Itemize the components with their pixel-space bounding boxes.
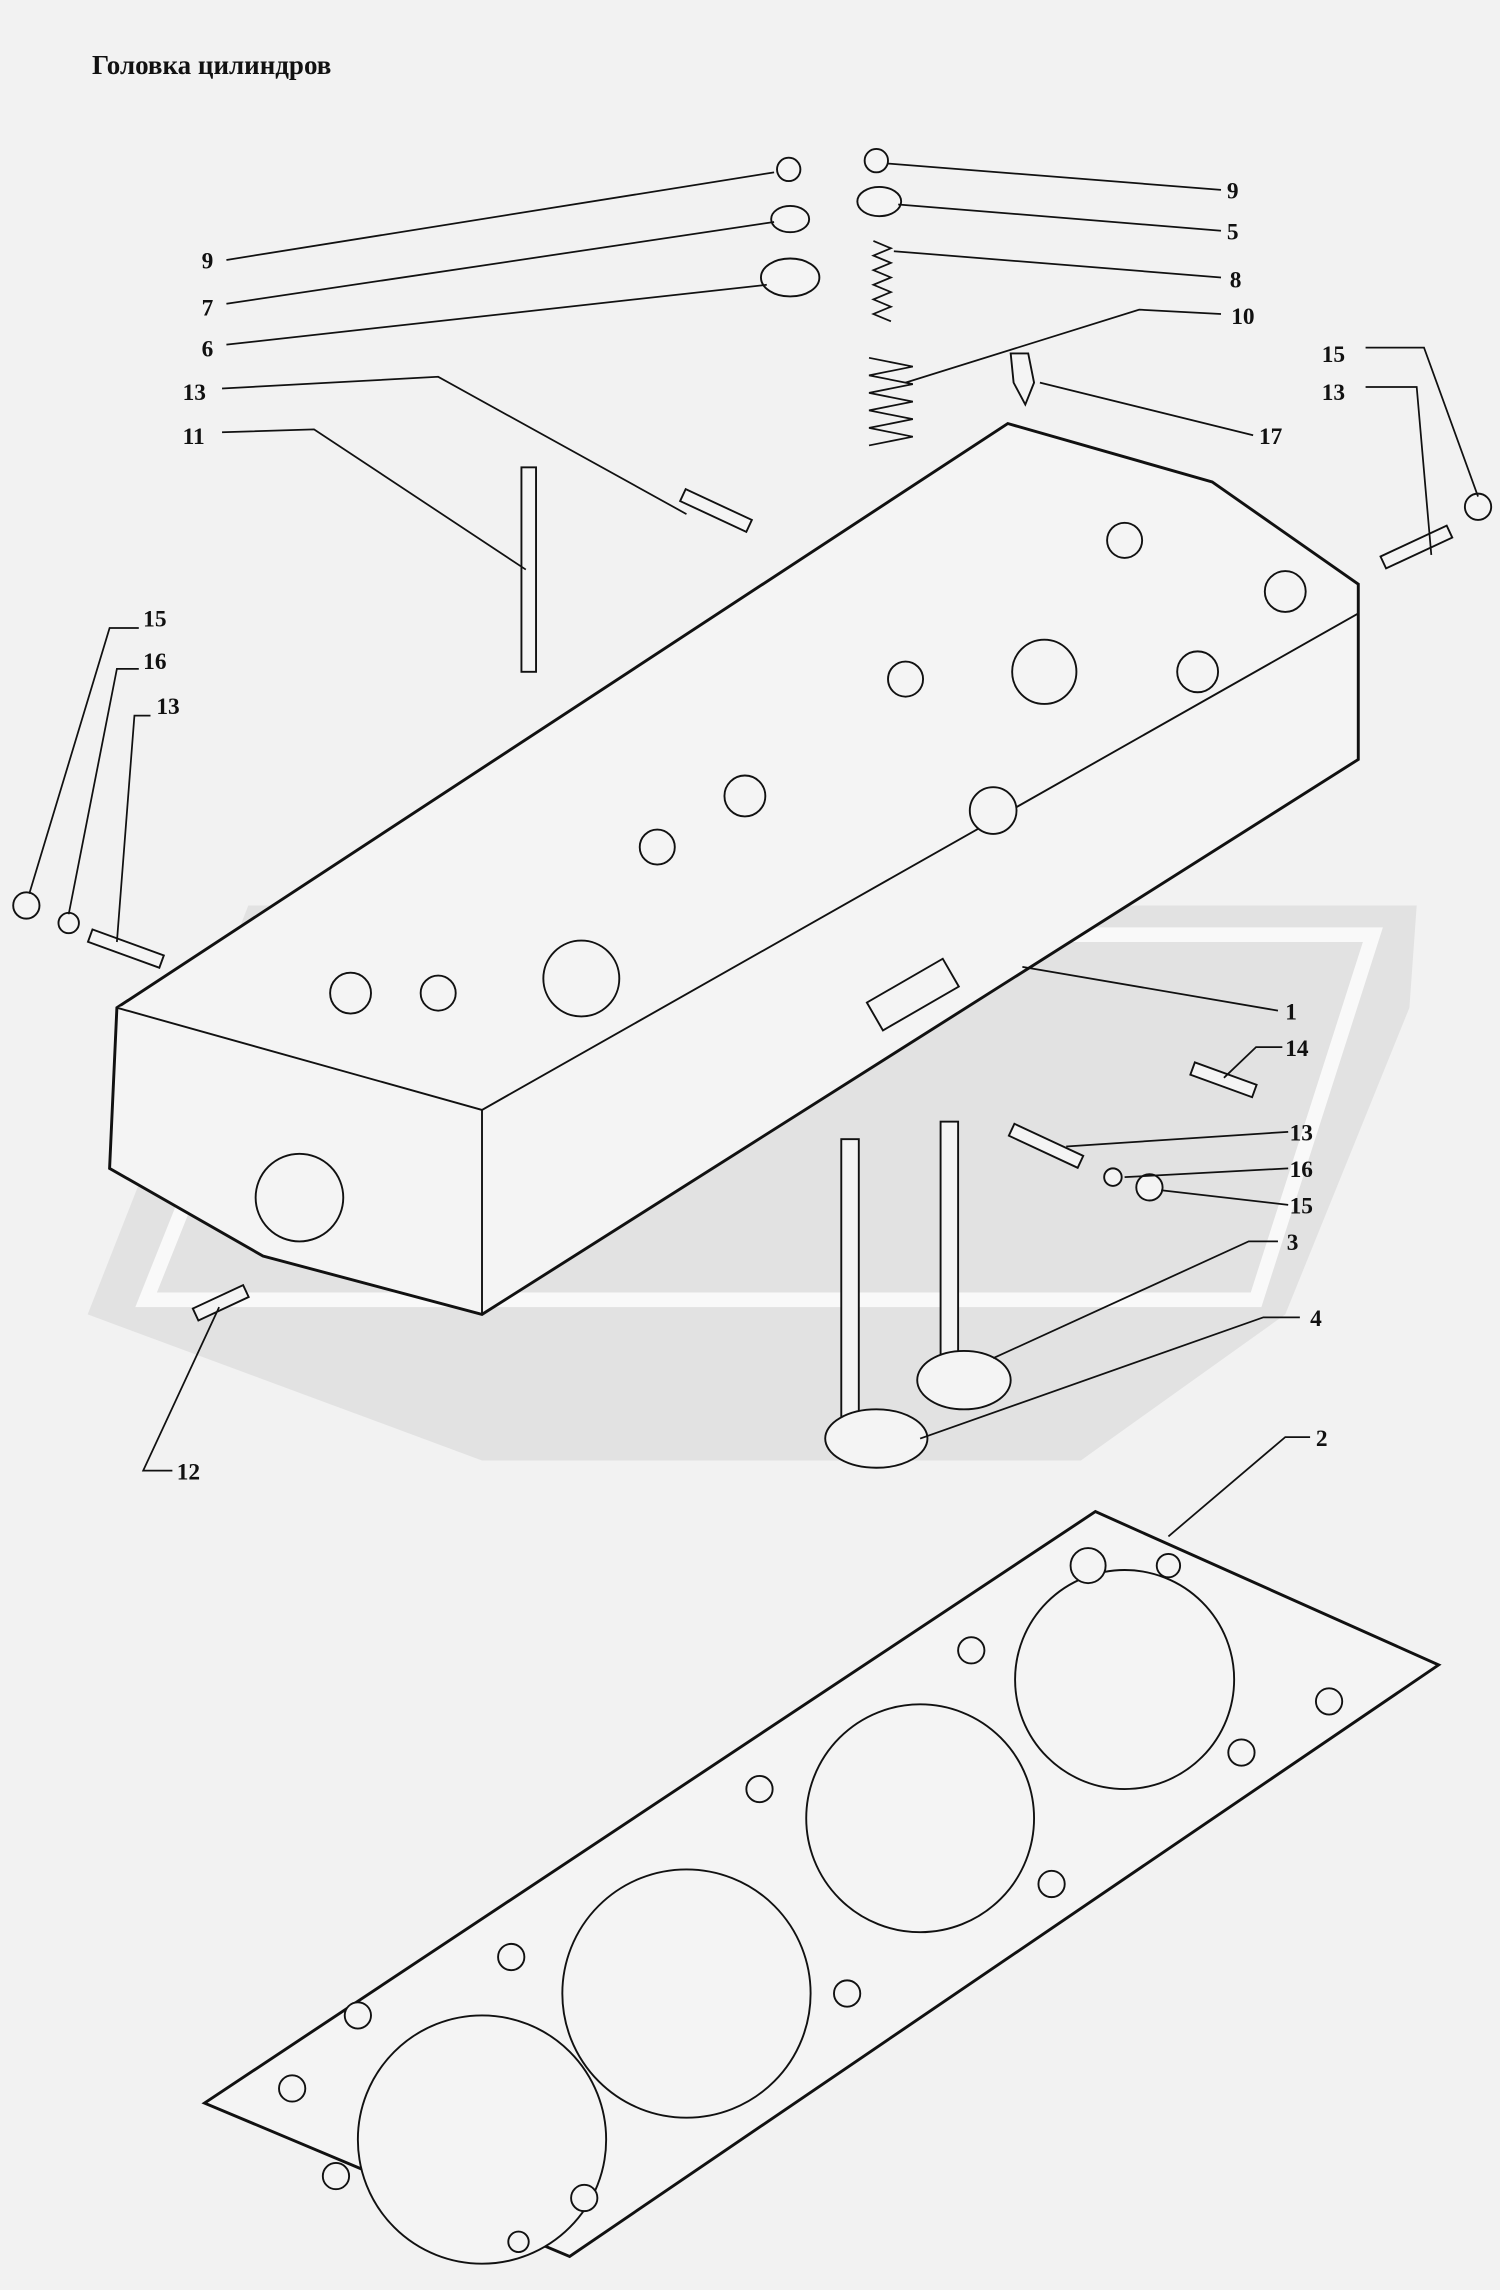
nut-15-right[interactable] (1463, 492, 1493, 521)
callout-8: 8 (1230, 268, 1242, 294)
callout-12: 12 (177, 1459, 200, 1485)
head-gasket[interactable] (201, 1509, 1442, 2265)
callout-15-left: 15 (143, 607, 166, 633)
callout-13-left: 13 (156, 694, 179, 720)
valve-3[interactable] (916, 1120, 1012, 1411)
callout-15-lower-right: 15 (1290, 1194, 1313, 1220)
cap-7[interactable] (770, 204, 811, 234)
cylinder-head[interactable] (108, 421, 1360, 1316)
stud-14[interactable] (1189, 1061, 1258, 1099)
washer-16-left[interactable] (57, 911, 80, 935)
fitting-17[interactable] (1009, 352, 1036, 407)
callout-2: 2 (1316, 1426, 1328, 1452)
stud-12[interactable] (191, 1283, 250, 1322)
valve-4[interactable] (824, 1138, 929, 1469)
callout-9-top-left: 9 (202, 249, 214, 275)
stud-13-left[interactable] (86, 928, 166, 969)
callout-13-lower-right: 13 (1290, 1121, 1313, 1147)
callout-5: 5 (1227, 220, 1239, 246)
diagram-title: Головка цилиндров (92, 50, 332, 80)
spring-10[interactable] (868, 356, 914, 447)
stud-11[interactable] (520, 466, 537, 673)
callout-3: 3 (1287, 1230, 1299, 1256)
callout-10: 10 (1231, 304, 1254, 330)
callout-1: 1 (1285, 999, 1297, 1025)
stud-13-top[interactable] (678, 487, 754, 534)
callout-17: 17 (1259, 424, 1283, 450)
callout-labels: 9 7 6 13 11 9 5 8 10 17 15 13 15 16 13 1… (143, 179, 1345, 1486)
callout-13-right: 13 (1322, 380, 1345, 406)
retainer-5[interactable] (856, 185, 903, 218)
callout-9-top-right: 9 (1227, 179, 1239, 205)
leader-lines (28, 162, 1479, 1538)
cap-9-left[interactable] (776, 156, 802, 183)
callout-16-lower-right: 16 (1290, 1157, 1313, 1183)
callout-11: 11 (183, 424, 205, 450)
callout-6: 6 (202, 336, 214, 362)
cap-9-right[interactable] (863, 148, 889, 174)
callout-13-top-left: 13 (183, 380, 206, 406)
callout-4: 4 (1310, 1306, 1322, 1332)
callout-7: 7 (202, 295, 214, 321)
seal-6[interactable] (760, 257, 821, 298)
callout-16-left: 16 (143, 649, 166, 675)
stud-13-lower[interactable] (1007, 1122, 1085, 1170)
stud-13-right[interactable] (1379, 524, 1454, 570)
washer-16-right[interactable] (1103, 1167, 1123, 1187)
spring-8[interactable] (871, 240, 894, 323)
callout-15-right: 15 (1322, 342, 1345, 368)
nut-15-lower[interactable] (1135, 1173, 1164, 1202)
callout-14: 14 (1285, 1036, 1309, 1062)
nut-15-left[interactable] (12, 891, 41, 920)
